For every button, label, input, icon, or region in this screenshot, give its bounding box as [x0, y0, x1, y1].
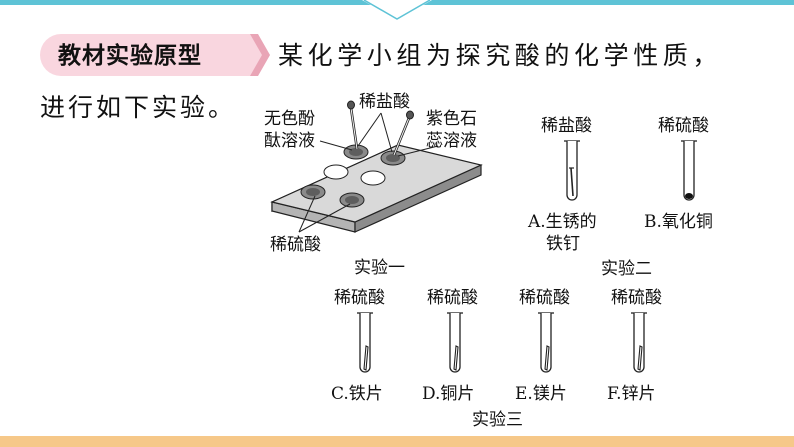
intro-text-line-1: 某化学小组为探究酸的化学性质，	[278, 41, 723, 70]
spot-well-phenolphthalein-hcl	[343, 144, 369, 160]
label-litmus-line-2: 蕊溶液	[426, 131, 477, 151]
test-tube-copper-oxide	[681, 140, 697, 201]
intro-text-line-2: 进行如下实验。	[40, 93, 237, 122]
test-tube-rusty-nail	[564, 140, 580, 201]
tube-c-reagent: 稀硫酸	[334, 288, 385, 308]
tube-b-reagent: 稀硫酸	[658, 116, 709, 136]
experiment-2-caption: 实验二	[601, 259, 652, 279]
top-notch-decoration	[362, 0, 432, 20]
bottom-bar	[0, 436, 794, 447]
tube-f-caption: F.锌片	[607, 384, 656, 404]
test-tube-zinc-strip	[631, 312, 647, 373]
tube-d-caption: D.铜片	[422, 384, 475, 404]
tube-c-caption: C.铁片	[331, 384, 383, 404]
spot-well-phenolphthalein-h2so4	[300, 184, 326, 200]
section-tag-background	[40, 34, 252, 76]
test-tube-magnesium-strip	[538, 312, 554, 373]
tube-d-reagent: 稀硫酸	[427, 288, 478, 308]
tube-e-reagent: 稀硫酸	[519, 288, 570, 308]
experiment-1-caption: 实验一	[354, 258, 405, 278]
glass-rod-1	[347, 100, 359, 150]
test-tube-copper-strip	[447, 312, 463, 373]
test-tube-iron-strip	[357, 312, 373, 373]
label-phenolphthalein-line-1: 无色酚	[264, 109, 315, 129]
tube-a-caption-line-2: 铁钉	[546, 234, 580, 254]
spot-well-empty	[360, 170, 386, 186]
spot-well-empty	[323, 164, 349, 180]
experiment-3-caption: 实验三	[472, 410, 523, 430]
section-tag: 教材实验原型	[58, 43, 202, 69]
label-h2so4: 稀硫酸	[270, 235, 321, 255]
spot-well-litmus-h2so4	[339, 192, 365, 208]
spot-well-litmus-hcl	[380, 150, 406, 166]
label-phenolphthalein-line-2: 酞溶液	[264, 131, 315, 151]
leader-lines	[298, 112, 439, 233]
tube-e-caption: E.镁片	[515, 384, 567, 404]
tube-b-caption: B.氧化铜	[644, 212, 713, 232]
tube-f-reagent: 稀硫酸	[611, 288, 662, 308]
tube-a-reagent: 稀盐酸	[541, 116, 592, 136]
tube-a-caption-line-1: A.生锈的	[528, 212, 597, 232]
tag-arrow-icon	[236, 34, 270, 76]
glass-rod-2	[392, 110, 414, 156]
label-litmus-line-1: 紫色石	[426, 109, 477, 129]
label-hcl: 稀盐酸	[359, 92, 410, 112]
